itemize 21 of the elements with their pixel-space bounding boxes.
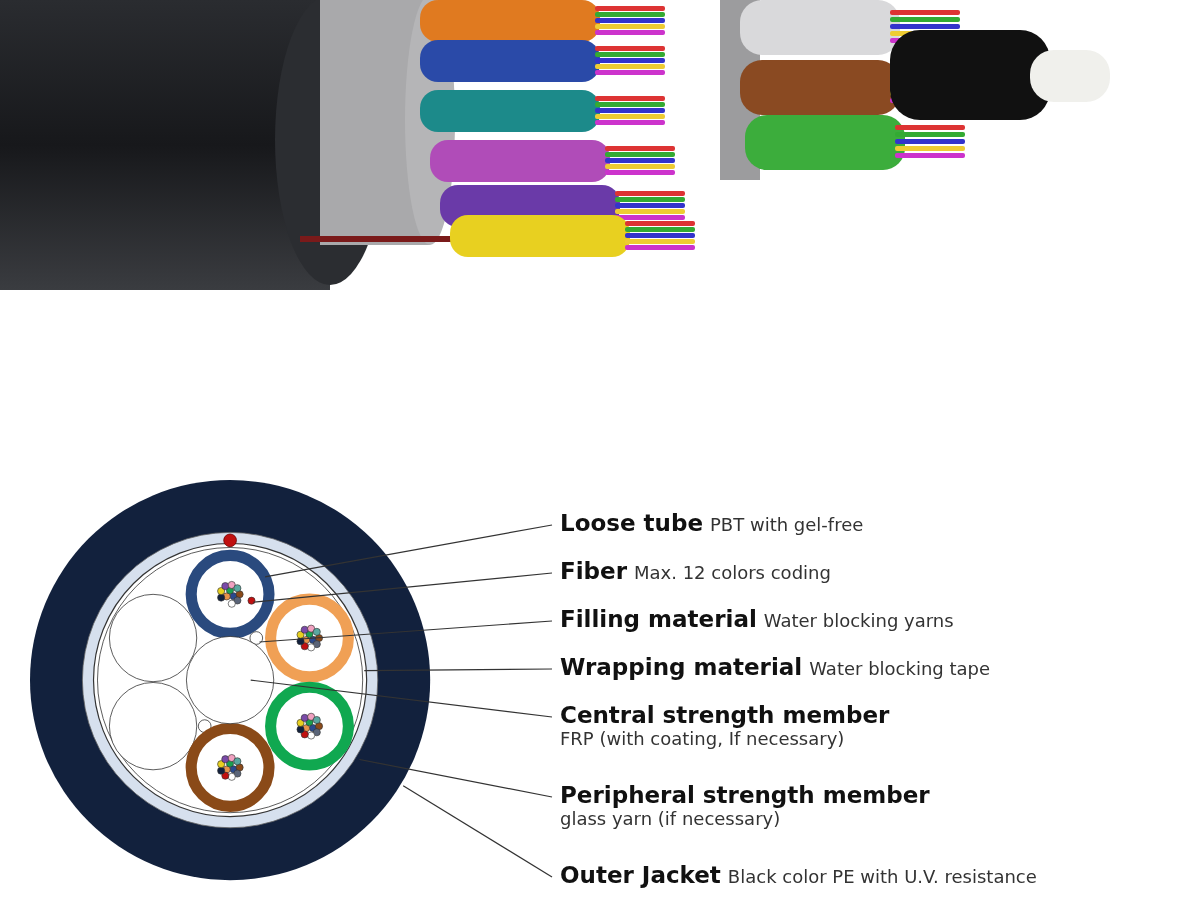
leader-line xyxy=(358,758,553,798)
part-description: FRP (with coating, If necessary) xyxy=(560,728,846,749)
leader-line xyxy=(250,679,553,718)
part-name: Central strength member xyxy=(560,702,890,728)
leader-line xyxy=(363,668,553,672)
part-name: Fiber xyxy=(560,558,627,584)
part-name: Loose tube xyxy=(560,510,703,536)
leader-line xyxy=(252,572,553,603)
part-description: Max. 12 colors coding xyxy=(634,562,831,583)
part-description: Water blocking tape xyxy=(809,658,991,679)
part-name: Peripheral strength member xyxy=(560,782,930,808)
part-name: Filling material xyxy=(560,606,757,632)
part-name: Outer Jacket xyxy=(560,862,721,888)
part-description: Water blocking yarns xyxy=(763,610,954,631)
part-description: PBT with gel-free xyxy=(710,514,864,535)
leader-line xyxy=(258,620,553,643)
part-name: Wrapping material xyxy=(560,654,803,680)
part-description: Black color PE with U.V. resistance xyxy=(727,866,1037,887)
part-description: glass yarn (if necessary) xyxy=(560,808,782,829)
leader-line xyxy=(264,524,553,578)
leader-line xyxy=(402,785,553,878)
